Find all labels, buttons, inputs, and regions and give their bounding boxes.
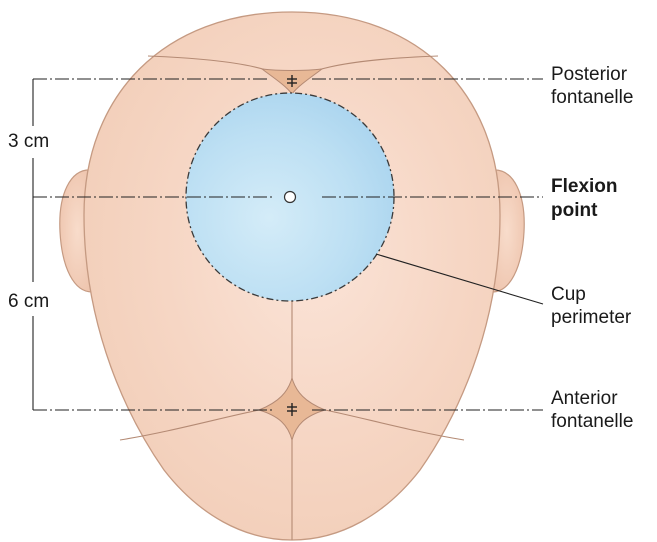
cup-perimeter-label-line1: Cup: [551, 283, 586, 306]
posterior-fontanelle-label-line1: Posterior: [551, 63, 627, 86]
cup-perimeter-label-line2: perimeter: [551, 306, 631, 329]
flexion-point-marker: [285, 192, 296, 203]
flexion-point-label-line1: Flexion: [551, 175, 618, 198]
anterior-fontanelle-label-line2: fontanelle: [551, 410, 633, 433]
measure-3cm-label: 3 cm: [8, 130, 49, 153]
flexion-point-label-line2: point: [551, 199, 597, 222]
measure-6cm-label: 6 cm: [8, 290, 49, 313]
anterior-fontanelle-label-line1: Anterior: [551, 387, 618, 410]
posterior-fontanelle-label-line2: fontanelle: [551, 86, 633, 109]
